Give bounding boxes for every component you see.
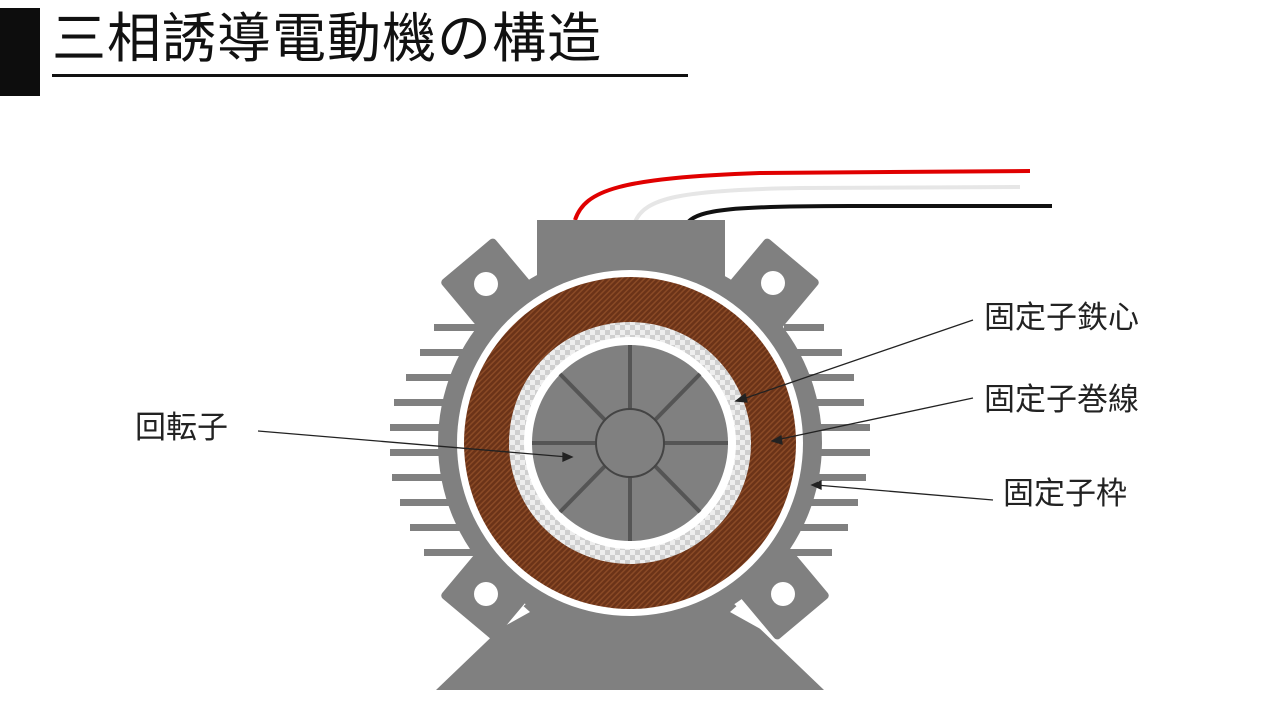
label-stator-frame: 固定子枠 — [1003, 476, 1127, 512]
black-wire — [686, 204, 1052, 224]
mounting-lug-bottom-right — [737, 548, 829, 640]
rotor-bars — [532, 345, 728, 541]
slide-title: 三相誘導電動機の構造 — [52, 7, 602, 70]
leader-stator-core — [739, 319, 974, 401]
red-wire — [573, 169, 1031, 221]
title-underline — [52, 74, 688, 77]
mounting-lug-bottom-left — [441, 548, 533, 640]
leader-stator-frame — [815, 484, 994, 501]
arrowhead-rotor — [562, 451, 574, 463]
mounting-lug-top-right — [727, 238, 819, 330]
label-stator-core: 固定子鉄心 — [984, 300, 1139, 336]
mounting-lug-top-left — [441, 238, 533, 330]
title-accent-bar — [0, 8, 40, 96]
leader-rotor — [257, 430, 569, 458]
arrowhead-stator-winding — [770, 434, 783, 445]
motor-base — [436, 600, 824, 690]
leader-stator-winding — [775, 397, 974, 441]
label-stator-winding: 固定子巻線 — [984, 382, 1139, 418]
arrowhead-stator-frame — [810, 479, 822, 491]
arrowhead-stator-core — [734, 392, 748, 403]
rotor-shaft — [595, 408, 665, 478]
white-wire — [633, 185, 1021, 223]
label-rotor: 回転子 — [135, 410, 228, 446]
